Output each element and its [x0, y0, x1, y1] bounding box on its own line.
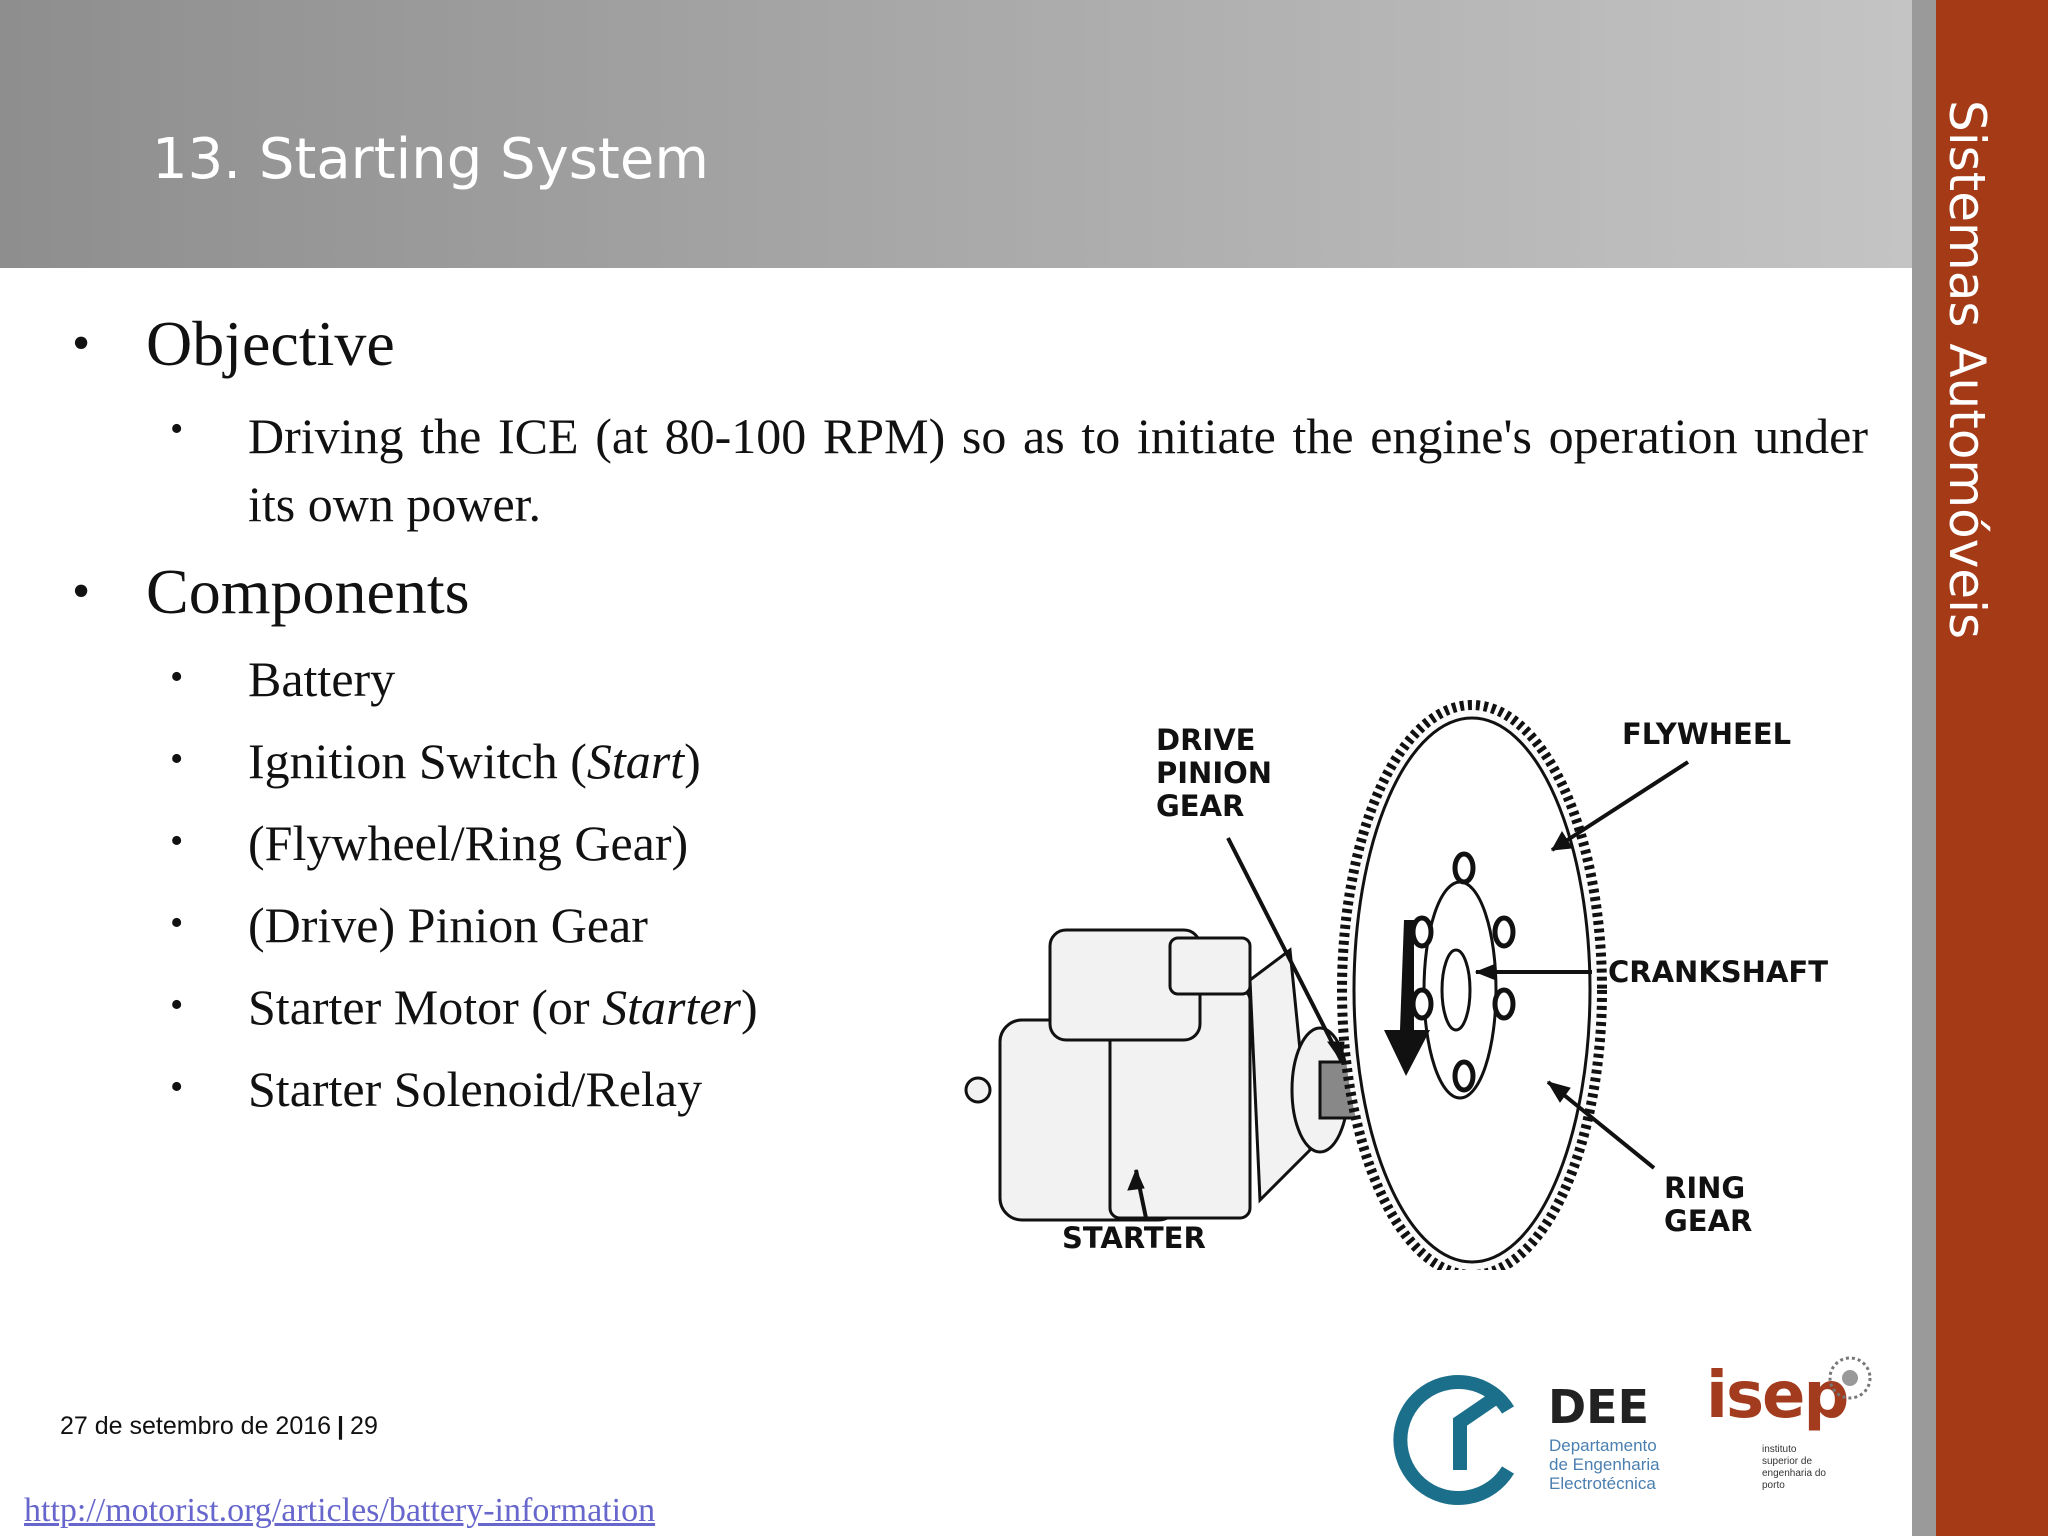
- label-flywheel: FLYWHEEL: [1622, 717, 1791, 751]
- label-ring-gear-line2: GEAR: [1664, 1204, 1752, 1238]
- sub-bullet-dot: •: [170, 738, 184, 780]
- component-label: (Flywheel/Ring Gear): [248, 815, 689, 871]
- flywheel-drawing: [1337, 700, 1607, 1270]
- side-accent-bar: [1936, 0, 2048, 1536]
- source-link[interactable]: http://motorist.org/articles/battery-inf…: [24, 1492, 656, 1529]
- sub-bullet-dot: •: [170, 820, 184, 862]
- isep-emblem-icon: [1828, 1356, 1872, 1400]
- isep-subtitle: instituto superior de engenharia do port…: [1762, 1444, 1826, 1491]
- label-drive-pinion-line2: PINION: [1156, 756, 1272, 790]
- objective-text: Driving the ICE (at 80-100 RPM) so as to…: [248, 408, 1868, 532]
- label-drive-pinion-line1: DRIVE: [1156, 723, 1255, 757]
- sub-bullet-dot: •: [170, 656, 184, 698]
- bullet-dot: •: [72, 315, 91, 372]
- isep-name: isep: [1706, 1359, 1849, 1433]
- starter-system-diagram: DRIVE PINION GEAR FLYWHEEL CRANKSHAFT RI…: [964, 700, 1828, 1270]
- footer-separator: |: [337, 1412, 345, 1440]
- bullet-dot: •: [72, 563, 91, 620]
- leader-arrows: [1127, 760, 1690, 1219]
- dee-logo-icon: [1393, 1375, 1514, 1505]
- starter-motor-drawing: [964, 928, 1370, 1222]
- label-crankshaft: CRANKSHAFT: [1608, 955, 1828, 989]
- label-starter: STARTER: [1062, 1221, 1206, 1255]
- component-label: Starter Motor (or Starter): [248, 979, 758, 1035]
- slide-header: 13. Starting System: [0, 0, 1912, 268]
- page-number: 29: [350, 1412, 378, 1440]
- side-divider: [1912, 0, 1936, 1536]
- side-title: Sistemas Automóveis: [1938, 100, 1996, 640]
- label-drive-pinion-line3: GEAR: [1156, 789, 1244, 823]
- sub-bullet-dot: •: [170, 902, 184, 944]
- component-label: Battery: [248, 651, 396, 707]
- slide-title: 13. Starting System: [152, 127, 709, 192]
- components-heading: Components: [146, 556, 470, 627]
- sub-bullet-dot: •: [170, 984, 184, 1026]
- label-ring-gear-line1: RING: [1664, 1171, 1745, 1205]
- component-label: Ignition Switch (Start): [248, 733, 701, 789]
- footer-date: 27 de setembro de 2016|29: [60, 1412, 378, 1441]
- sub-bullet-dot: •: [170, 408, 184, 450]
- dee-subtitle: Departamento de Engenharia Electrotécnic…: [1549, 1436, 1660, 1493]
- date-text: 27 de setembro de 2016: [60, 1412, 332, 1440]
- dee-name: DEE: [1548, 1380, 1650, 1434]
- component-label: (Drive) Pinion Gear: [248, 897, 648, 953]
- component-label: Starter Solenoid/Relay: [248, 1061, 703, 1117]
- objective-heading: Objective: [146, 308, 395, 379]
- sub-bullet-dot: •: [170, 1066, 184, 1108]
